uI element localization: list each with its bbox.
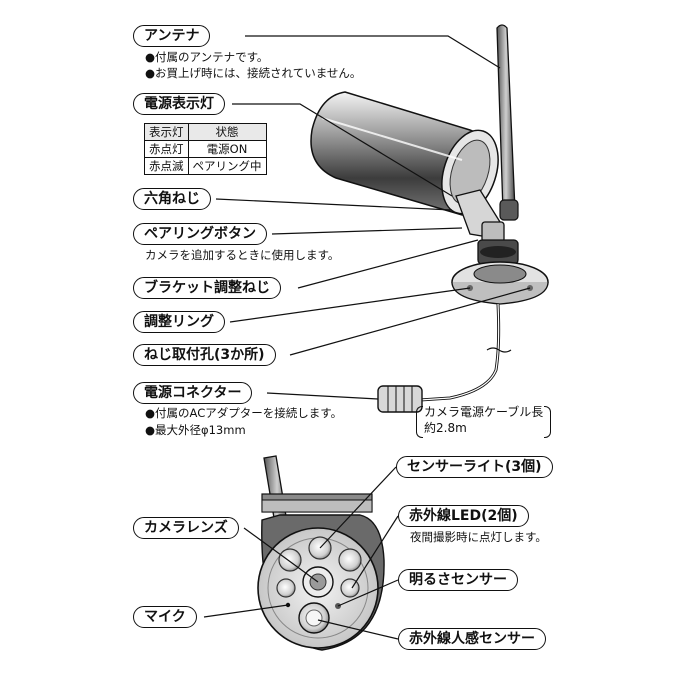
camera-side-view [310, 24, 549, 413]
label-camera-lens: カメラレンズ [133, 517, 239, 539]
note-cable-1: カメラ電源ケーブル長 [424, 405, 544, 419]
note-pairing: カメラを追加するときに使用します。 [145, 248, 340, 262]
note-antenna-1: ●付属のアンテナです。 [145, 50, 269, 64]
bracket-right [544, 406, 552, 438]
label-light-sensor: 明るさセンサー [398, 569, 518, 591]
note-cable-2: 約2.8m [424, 421, 467, 435]
led-table-cell: 電源ON [187, 140, 267, 158]
label-mount-holes: ねじ取付孔(3か所) [133, 344, 276, 366]
led-table-header: 表示灯 [144, 123, 189, 141]
label-mic: マイク [133, 606, 197, 628]
label-pir-sensor: 赤外線人感センサー [398, 628, 546, 650]
cable-length-note: カメラ電源ケーブル長 約2.8m [416, 404, 552, 438]
led-table-header: 状態 [187, 123, 267, 141]
note-ir-led: 夜間撮影時に点灯します。 [410, 530, 547, 544]
label-sensor-light: センサーライト(3個) [396, 456, 553, 478]
label-bracket-screw: ブラケット調整ねじ [133, 277, 281, 299]
label-pairing-button: ペアリングボタン [133, 223, 267, 245]
note-connector-1: ●付属のACアダプターを接続します。 [145, 406, 343, 420]
led-table-cell: 赤点灯 [144, 140, 189, 158]
label-antenna: アンテナ [133, 25, 211, 47]
label-adjust-ring: 調整リング [133, 311, 225, 333]
leader-lines [203, 35, 531, 640]
bracket-left [416, 406, 423, 438]
label-hex-screw: 六角ねじ [133, 188, 211, 210]
led-table-cell: ペアリング中 [187, 157, 267, 175]
label-power-led: 電源表示灯 [133, 93, 225, 115]
led-table-cell: 赤点滅 [144, 157, 189, 175]
led-status-table: 表示灯 状態 赤点灯 電源ON 赤点滅 ペアリング中 [144, 123, 267, 175]
note-antenna-2: ●お買上げ時には、接続されていません。 [145, 66, 362, 80]
note-connector-2: ●最大外径φ13mm [145, 423, 246, 437]
label-power-connector: 電源コネクター [133, 382, 253, 404]
label-ir-led: 赤外線LED(2個) [398, 505, 529, 527]
